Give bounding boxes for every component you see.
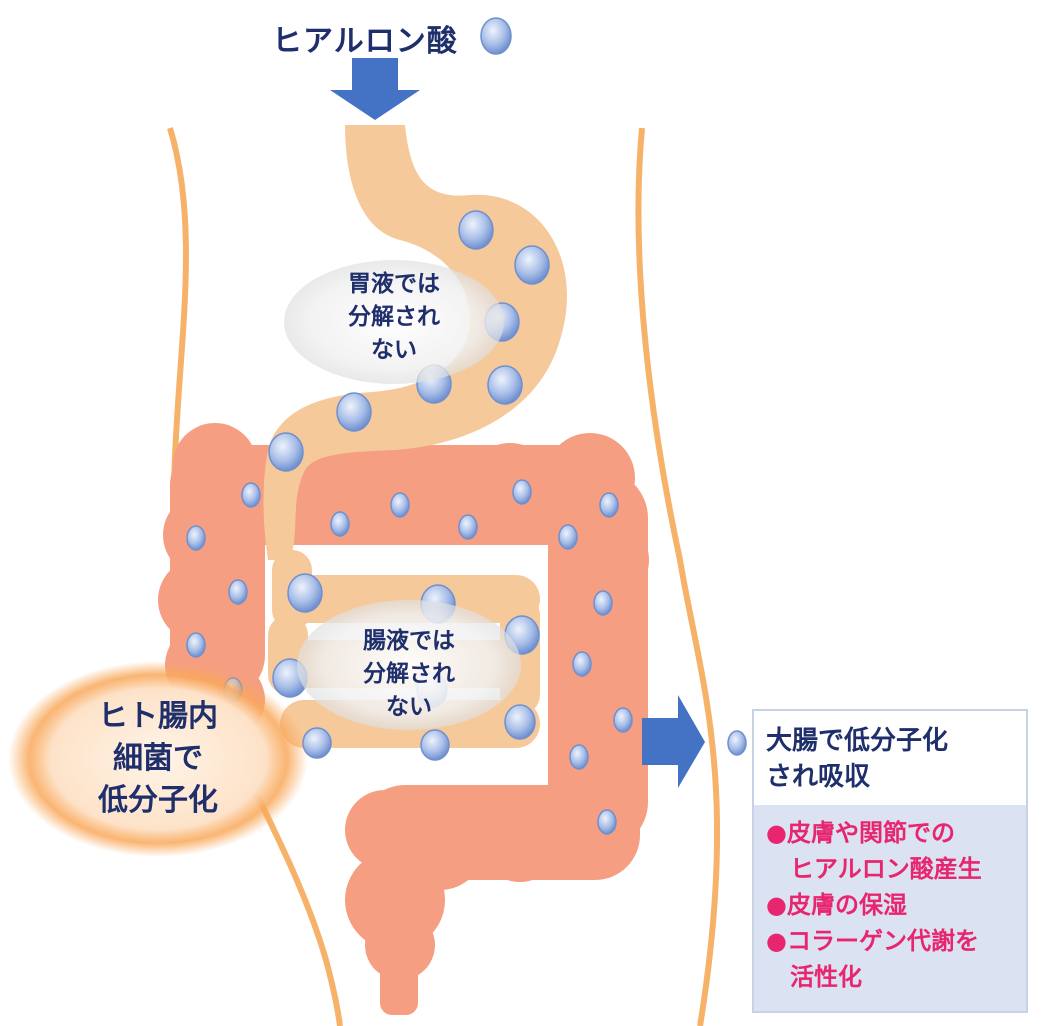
benefit-list: ●皮膚や関節での ヒアルロン酸産生 ●皮膚の保湿 ●コラーゲン代謝を 活性化 — [754, 805, 1026, 1011]
benefit-line: 活性化 — [790, 963, 862, 991]
absorption-arrow — [642, 695, 705, 788]
result-heading-line: され吸収 — [766, 762, 871, 792]
result-heading: 大腸で低分子化 され吸収 — [754, 711, 1026, 805]
bacteria-note-line: 低分子化 — [98, 783, 218, 818]
benefit-item: ●皮膚の保湿 — [766, 887, 1026, 923]
intestine-note-line: 腸液では — [363, 628, 455, 654]
bacteria-note-line: ヒト腸内 — [98, 699, 218, 734]
stomach-note-line: 胃液では — [348, 271, 440, 297]
benefit-item: ●皮膚や関節での ヒアルロン酸産生 — [766, 815, 1026, 887]
benefit-line: ヒアルロン酸産生 — [790, 855, 982, 883]
bullet-icon: ● — [766, 927, 787, 955]
body-outline-right — [635, 127, 721, 1026]
stomach-note-line: ない — [371, 337, 417, 363]
intake-arrow — [330, 58, 420, 120]
bullet-icon: ● — [766, 819, 787, 847]
bacteria-note-glow — [8, 661, 308, 857]
bullet-icon: ● — [766, 891, 787, 919]
benefit-line: 皮膚の保湿 — [786, 891, 907, 919]
stomach-note-bubble — [284, 260, 504, 384]
title: ヒアルロン酸 — [272, 24, 458, 59]
bacteria-note: ヒト腸内 細菌で 低分子化 — [68, 696, 248, 822]
intestine-note-bubble — [297, 600, 521, 730]
intestine-note-line: 分解され — [363, 661, 455, 687]
benefit-line: 皮膚や関節での — [786, 819, 955, 847]
intestine-note-line: ない — [386, 694, 432, 720]
hyaluronic-molecules — [186, 17, 747, 835]
molecule-legend — [480, 17, 512, 55]
result-box: 大腸で低分子化 され吸収 ●皮膚や関節での ヒアルロン酸産生 ●皮膚の保湿 ●コ… — [752, 709, 1028, 1013]
result-heading-line: 大腸で低分子化 — [766, 726, 949, 756]
intestine-note: 腸液では 分解され ない — [339, 625, 479, 724]
benefit-item: ●コラーゲン代謝を 活性化 — [766, 923, 1026, 995]
stomach-note-line: 分解され — [348, 304, 440, 330]
benefit-line: コラーゲン代謝を — [786, 927, 979, 955]
bacteria-note-line: 細菌で — [113, 741, 203, 776]
absorbed-molecule — [727, 730, 747, 756]
stomach-note: 胃液では 分解され ない — [324, 268, 464, 367]
